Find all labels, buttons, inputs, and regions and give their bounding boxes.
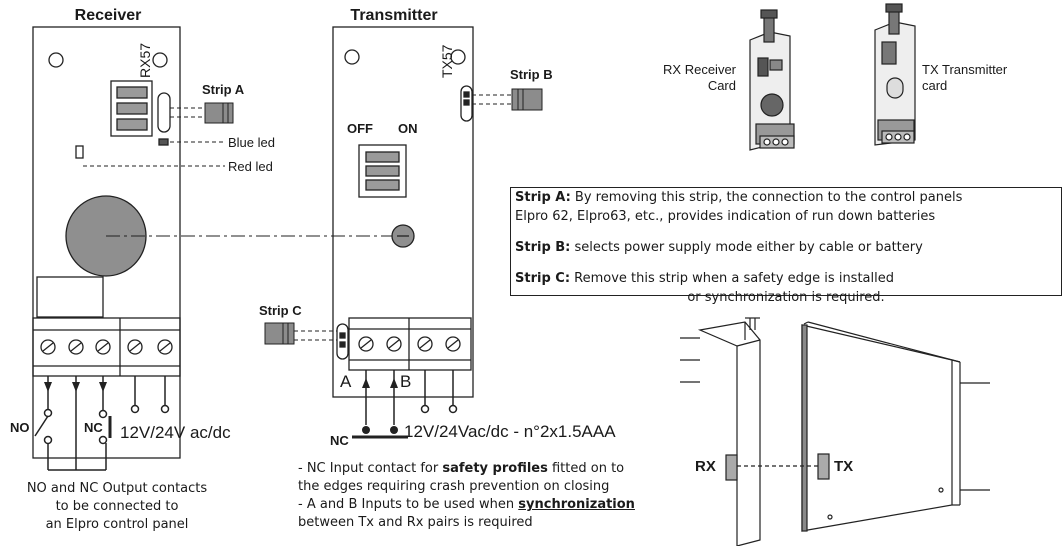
tx-card-label-2: card (922, 78, 947, 93)
strip-b-label: Strip B (510, 67, 553, 82)
note-strip-b-text: selects power supply mode either by cabl… (570, 240, 923, 255)
install-rx-label: RX (695, 458, 716, 475)
note-strip-a-text-2: Elpro 62, Elpro63, etc., provides indica… (515, 209, 936, 224)
input-a-label: A (340, 372, 352, 391)
receiver-caption-line-2: to be connected to (55, 499, 179, 514)
off-label: OFF (347, 121, 373, 136)
transmitter-power-label: 12V/24Vac/dc - n°2x1.5AAA (404, 422, 616, 441)
transmitter-title: Transmitter (350, 7, 437, 24)
receiver-power-label: 12V/24V ac/dc (120, 423, 231, 442)
tx-card-label-1: TX Transmitter (922, 62, 1008, 77)
nc-info-l3a: - A and B Inputs to be used when (298, 497, 519, 512)
rx-card-illustration (749, 9, 795, 151)
blue-led-label: Blue led (228, 135, 275, 150)
note-strip-a-key: Strip A: (515, 190, 571, 205)
receiver-nc-label: NC (84, 420, 103, 435)
receiver-title: Receiver (75, 7, 142, 24)
input-b-label: B (400, 372, 411, 391)
nc-info-l4: between Tx and Rx pairs is required (298, 515, 533, 530)
strip-c-label: Strip C (259, 303, 302, 318)
rx-card-label-1: RX Receiver (663, 62, 737, 77)
receiver-no-label: NO (10, 420, 30, 435)
install-tx-label: TX (834, 458, 853, 475)
rx-card-label-2: Card (708, 78, 736, 93)
receiver-board (32, 26, 181, 459)
installation-sketch (680, 317, 990, 546)
transmitter-model: TX57 (439, 44, 455, 78)
nc-info-l1b: safety profiles (442, 461, 548, 476)
receiver-caption-line-1: NO and NC Output contacts (26, 481, 208, 496)
note-strip-c-text-1: Remove this strip when a safety edge is … (570, 271, 894, 286)
note-strip-c-key: Strip C: (515, 271, 571, 286)
nc-info-l3b: synchronization (518, 497, 635, 512)
nc-info-l2: the edges requiring crash prevention on … (298, 479, 610, 494)
strip-a-label: Strip A (202, 82, 245, 97)
nc-info-l1a: - NC Input contact for (298, 461, 443, 476)
strip-c-jumper (264, 322, 337, 345)
transmitter-board (332, 26, 474, 398)
receiver-caption: NO and NC Output contacts to be connecte… (2, 480, 232, 534)
red-led-label: Red led (228, 159, 273, 174)
note-strip-b-key: Strip B: (515, 240, 571, 255)
nc-input-info: - NC Input contact for safety profiles f… (298, 460, 678, 532)
note-strip-a-text-1: By removing this strip, the connection t… (570, 190, 963, 205)
on-label: ON (398, 121, 418, 136)
strip-b-jumper (472, 88, 543, 111)
receiver-model: RX57 (137, 43, 153, 78)
nc-info-l1c: fitted on to (547, 461, 625, 476)
strip-a-jumper (170, 102, 234, 124)
receiver-caption-line-3: an Elpro control panel (45, 517, 189, 532)
transmitter-nc-label: NC (330, 433, 349, 448)
tx-card-illustration (874, 3, 916, 146)
note-strip-c-text-2: or synchronization is required. (687, 290, 885, 305)
strip-notes-box: Strip A: By removing this strip, the con… (510, 187, 1062, 305)
